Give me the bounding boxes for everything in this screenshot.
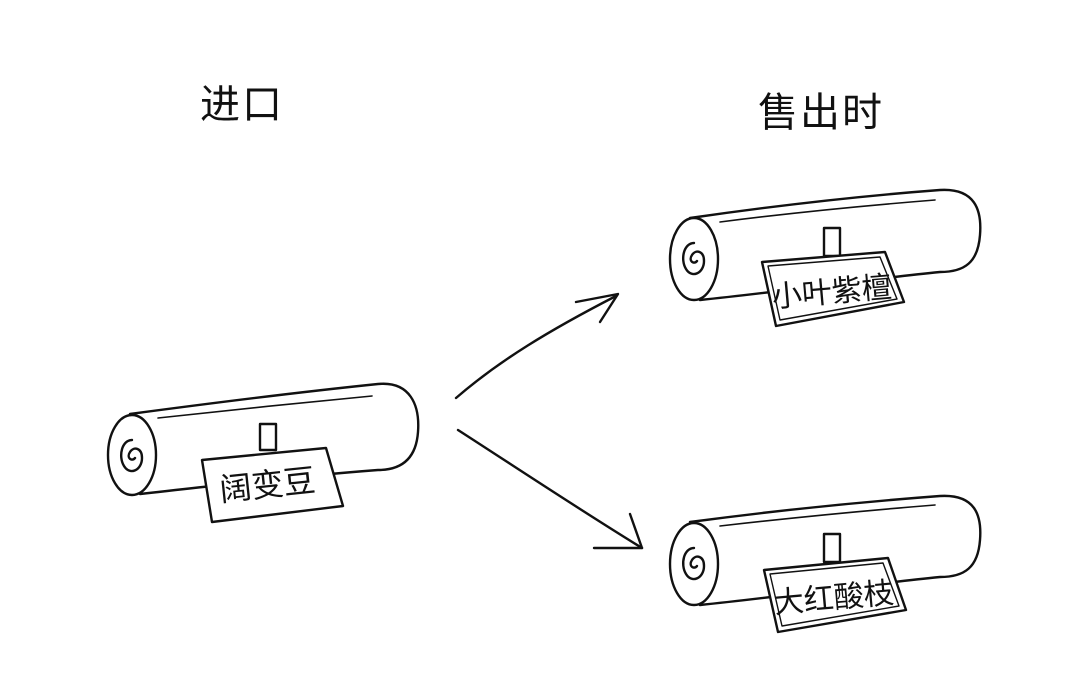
log-source-tape — [258, 422, 278, 452]
title-sold: 售出时 — [758, 90, 884, 136]
log-bottom: 大红酸枝 — [668, 494, 982, 634]
arrow-to-top-head-icon — [574, 292, 620, 324]
log-source: 阔变豆 — [106, 382, 420, 524]
log-bottom-tape — [822, 532, 842, 564]
log-bottom-ring-icon — [682, 546, 706, 581]
log-top: 小叶紫檀 — [668, 188, 982, 328]
log-top-tag: 小叶紫檀 — [760, 250, 906, 328]
log-bottom-tag: 大红酸枝 — [762, 556, 908, 634]
arrow-to-bottom-head-icon — [592, 512, 644, 550]
log-source-tag: 阔变豆 — [200, 446, 345, 524]
log-bottom-end — [668, 521, 720, 607]
arrow-to-bottom — [456, 428, 644, 550]
log-top-end — [668, 216, 720, 302]
title-import: 进口 — [200, 82, 284, 128]
arrow-to-top — [454, 292, 620, 400]
log-source-ring-icon — [120, 438, 144, 473]
log-source-end — [106, 413, 158, 497]
log-top-tape — [822, 226, 842, 258]
log-top-ring-icon — [682, 241, 706, 276]
